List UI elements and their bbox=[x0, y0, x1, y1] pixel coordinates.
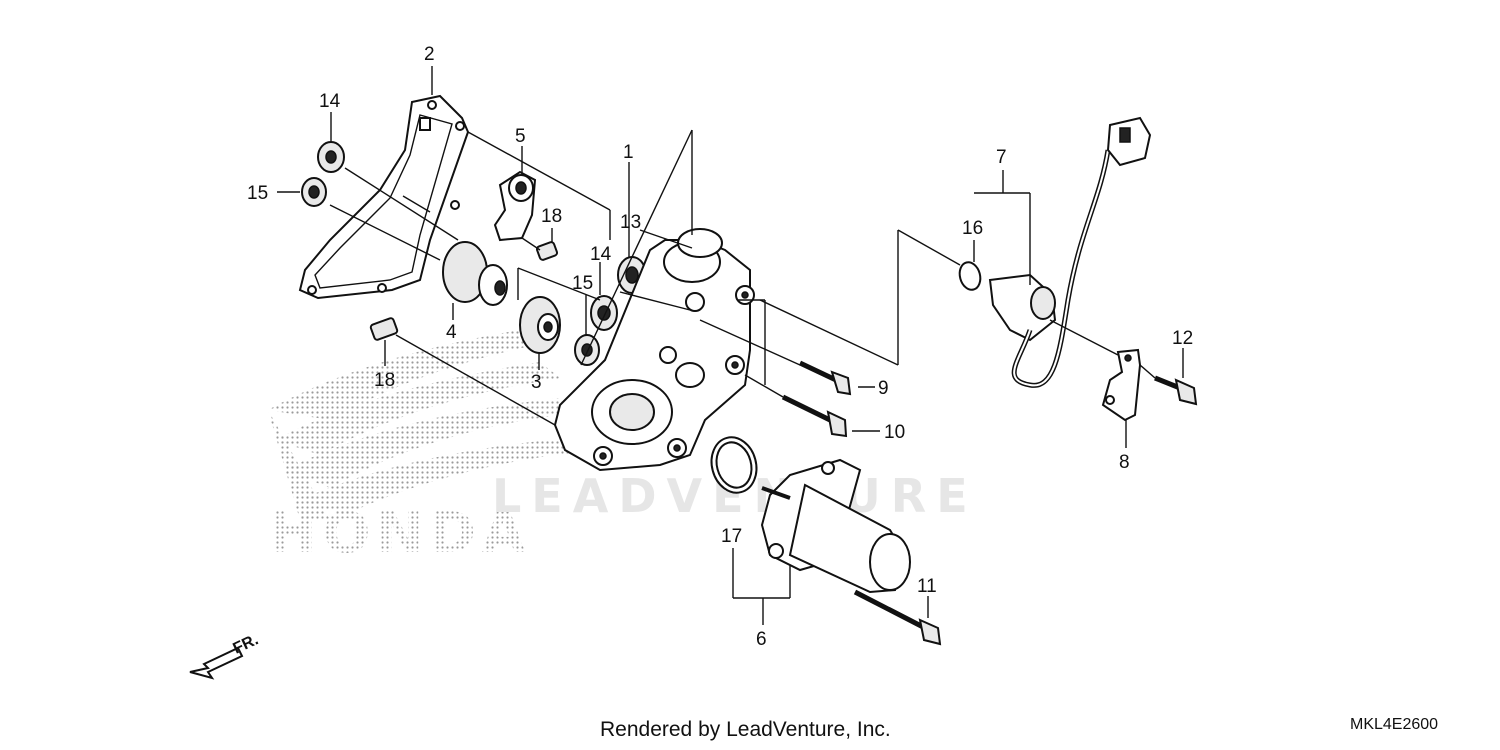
callout-17: 17 bbox=[721, 526, 742, 547]
diagram-code: MKL4E2600 bbox=[1350, 716, 1439, 733]
gear-part-4 bbox=[442, 241, 508, 306]
callout-9: 9 bbox=[878, 378, 889, 399]
bearing-part-14-left bbox=[317, 141, 345, 173]
render-credit: Rendered by LeadVenture, Inc. bbox=[600, 718, 891, 741]
callout-6: 6 bbox=[756, 629, 767, 650]
callout-3: 3 bbox=[531, 372, 542, 393]
callout-14-middle: 14 bbox=[590, 244, 612, 265]
bearing-part-15-middle bbox=[574, 334, 600, 366]
sensor-part-7 bbox=[988, 116, 1152, 388]
bolt-part-10 bbox=[781, 394, 848, 438]
callout-1: 1 bbox=[623, 142, 634, 163]
callout-10: 10 bbox=[884, 422, 905, 443]
callout-4: 4 bbox=[446, 322, 457, 343]
callout-8: 8 bbox=[1119, 452, 1130, 473]
bolt-part-11 bbox=[853, 589, 942, 646]
gasket-part-2 bbox=[298, 94, 470, 300]
callout-5: 5 bbox=[515, 126, 526, 147]
front-direction-arrow-icon: FR. bbox=[189, 631, 262, 680]
callout-2: 2 bbox=[424, 44, 435, 65]
leader-lines bbox=[277, 66, 1184, 625]
callout-labels: 1 2 3 4 5 6 7 8 9 10 11 12 13 14 14 15 1… bbox=[247, 44, 1193, 650]
o-ring-part-16 bbox=[958, 261, 982, 291]
front-direction-label: FR. bbox=[231, 631, 262, 657]
bolt-part-12 bbox=[1154, 375, 1198, 406]
motor-part-6 bbox=[760, 458, 911, 594]
callout-18-upper: 18 bbox=[541, 206, 562, 227]
honda-logo-text: HONDA bbox=[270, 501, 531, 566]
callout-15-middle: 15 bbox=[572, 273, 593, 294]
dowel-pin-part-18-upper bbox=[535, 241, 559, 261]
callout-16: 16 bbox=[962, 218, 983, 239]
bolt-part-9 bbox=[798, 360, 852, 396]
callout-15-left: 15 bbox=[247, 183, 268, 204]
dowel-pin-part-18-lower bbox=[369, 317, 399, 341]
callout-18-lower: 18 bbox=[374, 370, 395, 391]
callout-14-left: 14 bbox=[319, 91, 341, 112]
bearing-part-14-middle bbox=[590, 295, 618, 331]
callout-11: 11 bbox=[917, 576, 937, 597]
callout-7: 7 bbox=[996, 147, 1007, 168]
honda-wing-logo bbox=[268, 330, 580, 520]
bearing-part-15-left bbox=[301, 177, 327, 207]
callout-12: 12 bbox=[1172, 328, 1193, 349]
cover-housing-part-1 bbox=[553, 228, 755, 472]
bracket-part-8 bbox=[1101, 348, 1142, 422]
o-ring-part-17 bbox=[710, 436, 758, 494]
gear-part-3 bbox=[519, 296, 561, 354]
callout-13: 13 bbox=[620, 212, 641, 233]
shift-arm-part-5 bbox=[493, 170, 537, 242]
